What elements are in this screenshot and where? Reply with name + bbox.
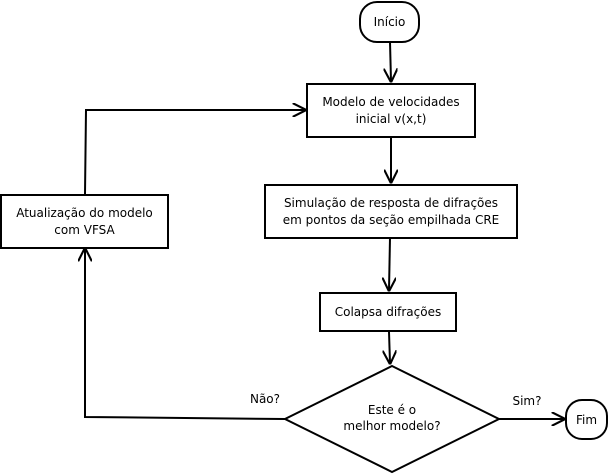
- edge-collapse-to-decision: [389, 331, 390, 363]
- end-label: Fim: [576, 413, 597, 427]
- initial-model-label-line2: inicial v(x,t): [356, 112, 427, 126]
- initial-model-label-line1: Modelo de velocidades: [322, 95, 459, 109]
- edge-label-yes: Sim?: [512, 394, 541, 408]
- simulation-box: Simulação de resposta de difrações em po…: [264, 184, 518, 239]
- end-node: Fim: [565, 399, 608, 440]
- decision-diamond: Este é o melhor modelo?: [282, 364, 502, 474]
- connectors: [84, 41, 564, 420]
- edge-start-to-model: [390, 41, 391, 81]
- simulation-label-line1: Simulação de resposta de difrações: [284, 196, 498, 210]
- simulation-label-line2: em pontos da seção empilhada CRE: [283, 213, 500, 227]
- collapse-box: Colapsa difrações: [319, 292, 457, 332]
- start-label: Início: [374, 15, 406, 29]
- update-box: Atualização do modelo com VFSA: [0, 194, 169, 249]
- edge-label-no: Não?: [250, 392, 280, 406]
- update-label-line2: com VFSA: [54, 223, 115, 237]
- decision-label-line2: melhor modelo?: [343, 419, 440, 433]
- initial-model-box: Modelo de velocidades inicial v(x,t): [306, 83, 476, 138]
- edge-update-to-model: [84, 110, 305, 195]
- start-node: Início: [359, 1, 420, 43]
- edge-simulation-to-collapse: [389, 237, 390, 290]
- edge-decision-no-to-update: [85, 249, 286, 420]
- decision-label-line1: Este é o: [368, 403, 416, 417]
- update-label-line1: Atualização do modelo: [16, 206, 153, 220]
- collapse-label: Colapsa difrações: [335, 305, 441, 319]
